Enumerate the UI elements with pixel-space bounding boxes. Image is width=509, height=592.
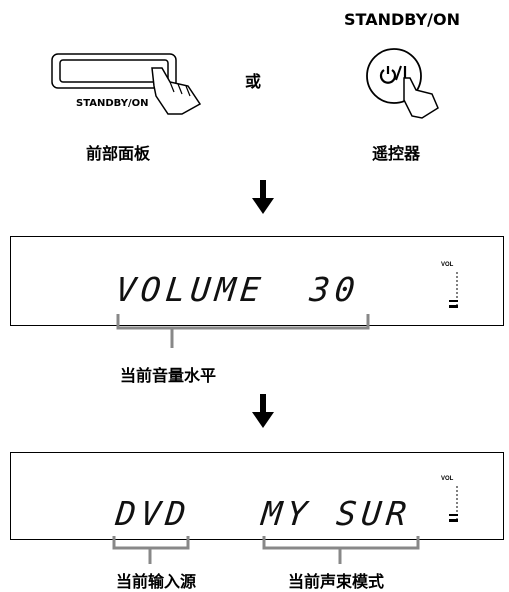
lcd-display-input bbox=[10, 452, 504, 540]
front-panel-button-label: STANDBY/ON bbox=[76, 98, 149, 109]
lcd-text-input-source: DVD bbox=[113, 494, 193, 533]
vol-indicator-label: VOL bbox=[441, 262, 454, 268]
pressing-hand-icon bbox=[403, 77, 439, 119]
remote-power-button-illustration bbox=[366, 48, 439, 119]
vol-indicator-label: VOL bbox=[441, 476, 454, 482]
volume-level-icon bbox=[449, 486, 458, 522]
or-text: 或 bbox=[245, 72, 262, 91]
remote-label: 遥控器 bbox=[372, 144, 421, 163]
current-input-label: 当前输入源 bbox=[116, 572, 197, 591]
lcd-text-beam-mode: MY SUR bbox=[259, 494, 414, 533]
pressing-hand-icon bbox=[151, 67, 202, 115]
lcd-text-volume-value: 30 bbox=[307, 270, 362, 309]
volume-bracket bbox=[116, 314, 370, 348]
input-source-bracket bbox=[112, 536, 190, 564]
lcd-display-volume bbox=[10, 236, 504, 326]
lcd-text-volume: VOLUME bbox=[113, 270, 268, 309]
current-beam-mode-label: 当前声束模式 bbox=[288, 572, 385, 591]
remote-standby-title: STANDBY/ON bbox=[344, 10, 460, 29]
front-panel-button-illustration bbox=[51, 53, 202, 115]
beam-mode-bracket bbox=[262, 536, 420, 564]
down-arrow-icon bbox=[252, 394, 274, 428]
current-volume-label: 当前音量水平 bbox=[120, 366, 217, 385]
down-arrow-icon bbox=[252, 180, 274, 214]
volume-level-icon bbox=[449, 272, 458, 308]
front-panel-label: 前部面板 bbox=[86, 144, 151, 163]
